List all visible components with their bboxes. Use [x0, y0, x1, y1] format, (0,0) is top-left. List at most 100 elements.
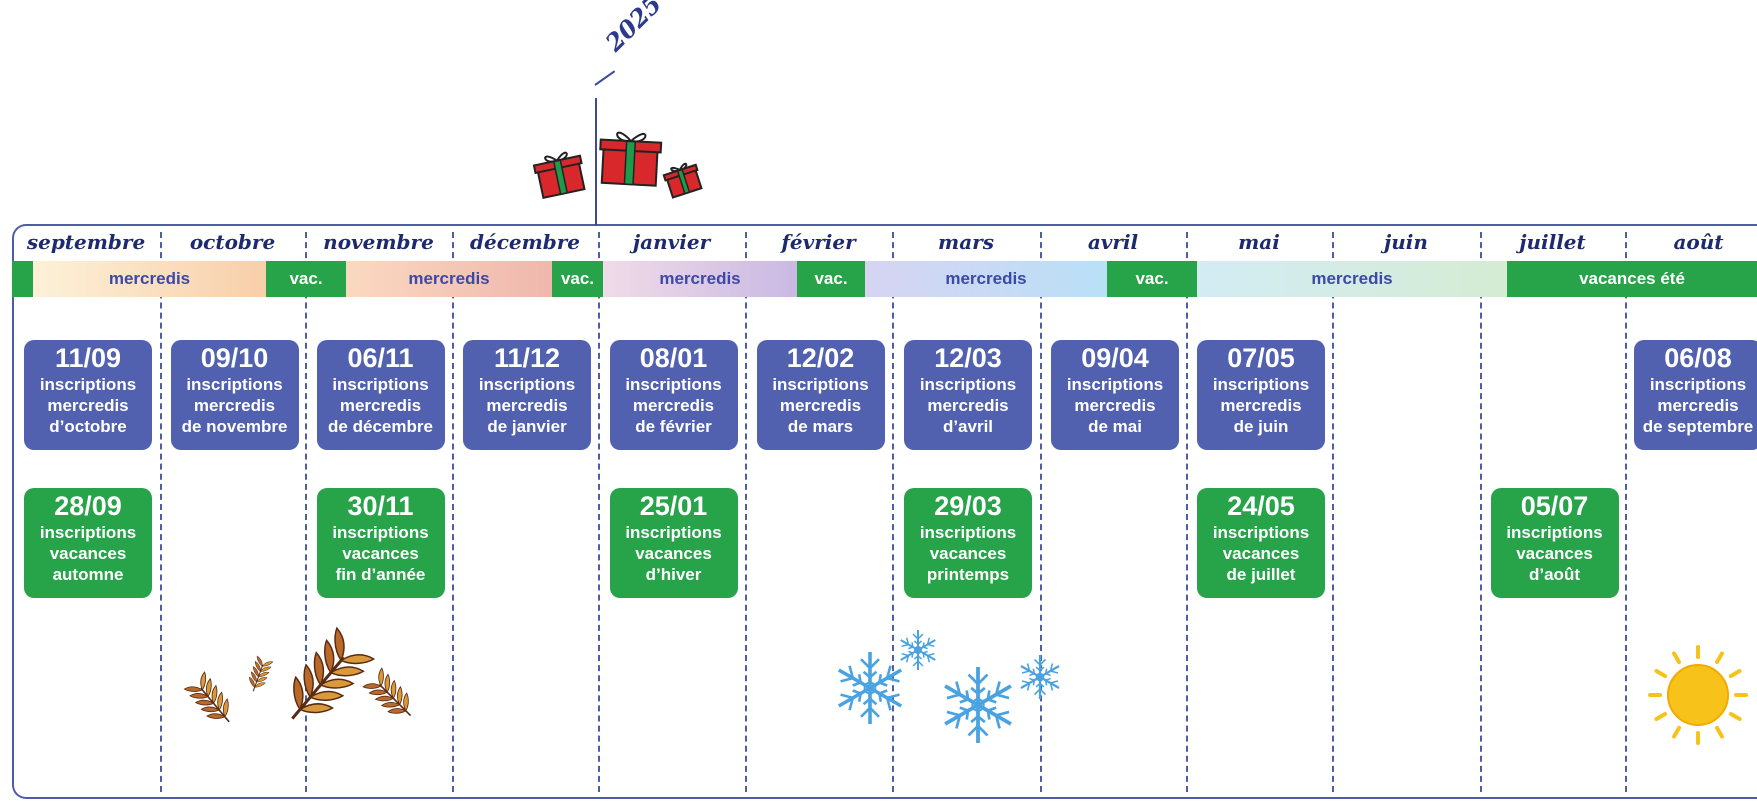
card-line: inscriptions [332, 522, 429, 542]
card-line: vacances [635, 543, 712, 563]
month-divider [1040, 232, 1042, 792]
vacation-band: vacances été [1507, 261, 1757, 297]
card-line: d’avril [942, 417, 994, 437]
snowflake-icon [900, 630, 936, 670]
card-date: 12/03 [934, 343, 1002, 373]
month-divider [305, 232, 307, 792]
month-divider [745, 232, 747, 792]
card-line: inscriptions [919, 374, 1017, 394]
month-label: mai [1238, 230, 1280, 254]
card-line: de septembre [1642, 417, 1754, 437]
card-line: inscriptions [772, 374, 869, 394]
card-line: inscriptions [332, 374, 429, 394]
card-date: 12/02 [786, 343, 855, 373]
leaf-icon [291, 626, 376, 720]
card-date: 24/05 [1227, 491, 1295, 521]
month-label: août [1673, 230, 1724, 254]
month-divider [1186, 232, 1188, 792]
wednesday-band: mercredis [1197, 261, 1507, 297]
month-divider [160, 232, 162, 792]
month-divider [598, 232, 600, 792]
card-line: inscriptions [625, 522, 722, 542]
card-date: 05/07 [1520, 491, 1589, 521]
month-label: juillet [1519, 230, 1586, 254]
card-line: inscriptions [625, 374, 722, 394]
card-line: d’hiver [645, 565, 702, 585]
card-line: inscriptions [1066, 374, 1164, 394]
card-line: inscriptions [1649, 374, 1747, 394]
card-date: 09/10 [200, 343, 269, 373]
wednesday-band: mercredis [33, 261, 266, 297]
snowflake-icon [837, 652, 903, 724]
card-line: mercredis [1220, 395, 1302, 415]
vacation-band: vac. [1107, 261, 1197, 297]
card-line: vacances [1222, 543, 1300, 563]
card-line: de février [635, 417, 712, 437]
month-divider [892, 232, 894, 792]
month-label: décembre [469, 230, 581, 254]
month-divider [1332, 232, 1334, 792]
snowflake-icon [1020, 655, 1060, 699]
sun-icon [1648, 645, 1748, 745]
month-divider [452, 232, 454, 792]
card-line: inscriptions [39, 522, 137, 542]
card-line: de novembre [181, 417, 288, 437]
month-label: octobre [189, 230, 276, 254]
card-date: 29/03 [934, 491, 1002, 521]
leaf-icon [249, 655, 274, 692]
card-line: vacances [929, 543, 1007, 563]
card-line: mercredis [193, 395, 276, 415]
card-line: de mai [1088, 417, 1142, 437]
card-line: inscriptions [1506, 522, 1603, 542]
card-line: mercredis [47, 395, 129, 415]
card-line: d’octobre [49, 417, 127, 437]
card-line: inscriptions [478, 374, 576, 394]
month-label: novembre [323, 230, 434, 254]
calendar-frame [12, 224, 1757, 799]
card-line: de juin [1233, 417, 1289, 437]
month-divider [1480, 232, 1482, 792]
leaf-icon [183, 671, 230, 723]
card-date: 25/01 [639, 491, 708, 521]
card-date: 09/04 [1081, 343, 1149, 373]
card-date: 08/01 [639, 343, 708, 373]
card-date: 07/05 [1227, 343, 1295, 373]
card-line: mercredis [927, 395, 1009, 415]
wednesday-band: mercredis [865, 261, 1107, 297]
card-date: 11/09 [54, 343, 122, 373]
card-line: vacances [1516, 543, 1593, 563]
card-date: 30/11 [347, 491, 414, 521]
month-label: mars [938, 230, 994, 254]
gift-icon [662, 162, 703, 199]
card-line: de janvier [487, 417, 567, 437]
card-line: inscriptions [186, 374, 283, 394]
month-label: janvier [632, 230, 711, 254]
gift-icon [532, 151, 586, 200]
card-line: d’août [1529, 565, 1580, 585]
vacation-band: vac. [266, 261, 346, 297]
vacation-band: vac. [552, 261, 603, 297]
snowflake-icon [944, 667, 1012, 743]
card-line: inscriptions [39, 374, 137, 394]
wednesday-band: mercredis [603, 261, 797, 297]
month-label: septembre [26, 230, 146, 254]
month-label: juin [1384, 230, 1428, 254]
card-line: vacances [342, 543, 419, 563]
vacation-band [12, 261, 33, 297]
card-line: mercredis [339, 395, 422, 415]
card-line: printemps [926, 565, 1010, 585]
